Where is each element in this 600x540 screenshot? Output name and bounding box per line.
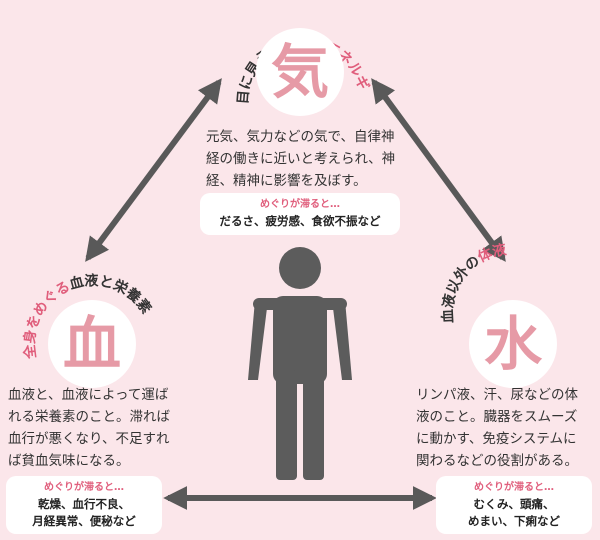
ki-circle: 気: [256, 28, 344, 116]
ketsu-card: めぐりが滞ると… 乾燥、血行不良、 月経異常、便秘など: [6, 476, 162, 534]
ketsu-desc-line: れる栄養素のこと。滞れば: [8, 409, 170, 425]
sui-desc-line: 関わるなどの役割がある。: [416, 453, 578, 469]
ketsu-desc-line: 血液と、血液によって運ば: [8, 387, 169, 403]
ki-desc-line: 元気、気力などの気で、自律神: [206, 129, 395, 145]
sui-character: 水: [483, 310, 542, 378]
ki-card: めぐりが滞ると… だるさ、疲労感、食欲不振など: [200, 193, 400, 235]
ketsu-description: 血液と、血液によって運ば れる栄養素のこと。滞れば 血行が悪くなり、不足すれ ば…: [8, 384, 198, 472]
sui-card-title: めぐりが滞ると…: [474, 482, 554, 493]
sui-desc-line: リンパ液、汗、尿などの体: [416, 387, 578, 403]
ketsu-desc-line: ば貧血気味になる。: [8, 453, 130, 469]
sui-card-body-2: めまい、下痢など: [468, 514, 560, 528]
ki-desc-line: 経、精神に影響を及ぼす。: [206, 173, 367, 189]
ketsu-card-title: めぐりが滞ると…: [44, 482, 124, 493]
sui-card: めぐりが滞ると… むくみ、頭痛、 めまい、下痢など: [436, 476, 592, 534]
ketsu-card-body-1: 乾燥、血行不良、: [38, 497, 130, 511]
person-figure: [248, 247, 352, 480]
sui-desc-line: に動かす、免疫システムに: [416, 431, 577, 447]
sui-circle: 水: [469, 300, 557, 388]
ketsu-circle: 血: [48, 300, 136, 388]
ki-character: 気: [270, 38, 329, 106]
ki-card-title: めぐりが滞ると…: [260, 199, 340, 210]
arrow-ki-ketsu: [85, 78, 222, 262]
sui-card-body-1: むくみ、頭痛、: [473, 497, 555, 511]
sui-description: リンパ液、汗、尿などの体 液のこと。臓器をスムーズ に動かす、免疫システムに 関…: [416, 384, 600, 472]
sui-desc-line: 液のこと。臓器をスムーズ: [416, 409, 578, 425]
ki-card-body: だるさ、疲労感、食欲不振など: [219, 214, 381, 228]
ketsu-desc-line: 血行が悪くなり、不足すれ: [8, 431, 170, 447]
ki-desc-line: 経の働きに近いと考えられ、神: [206, 151, 396, 167]
arrow-ki-sui: [371, 78, 506, 262]
ketsu-character: 血: [62, 310, 121, 378]
ketsu-card-body-2: 月経異常、便秘など: [32, 514, 136, 528]
sui-arc-dark: 血液以外の: [439, 253, 483, 324]
ki-description: 元気、気力などの気で、自律神 経の働きに近いと考えられ、神 経、精神に影響を及ぼ…: [206, 126, 406, 192]
